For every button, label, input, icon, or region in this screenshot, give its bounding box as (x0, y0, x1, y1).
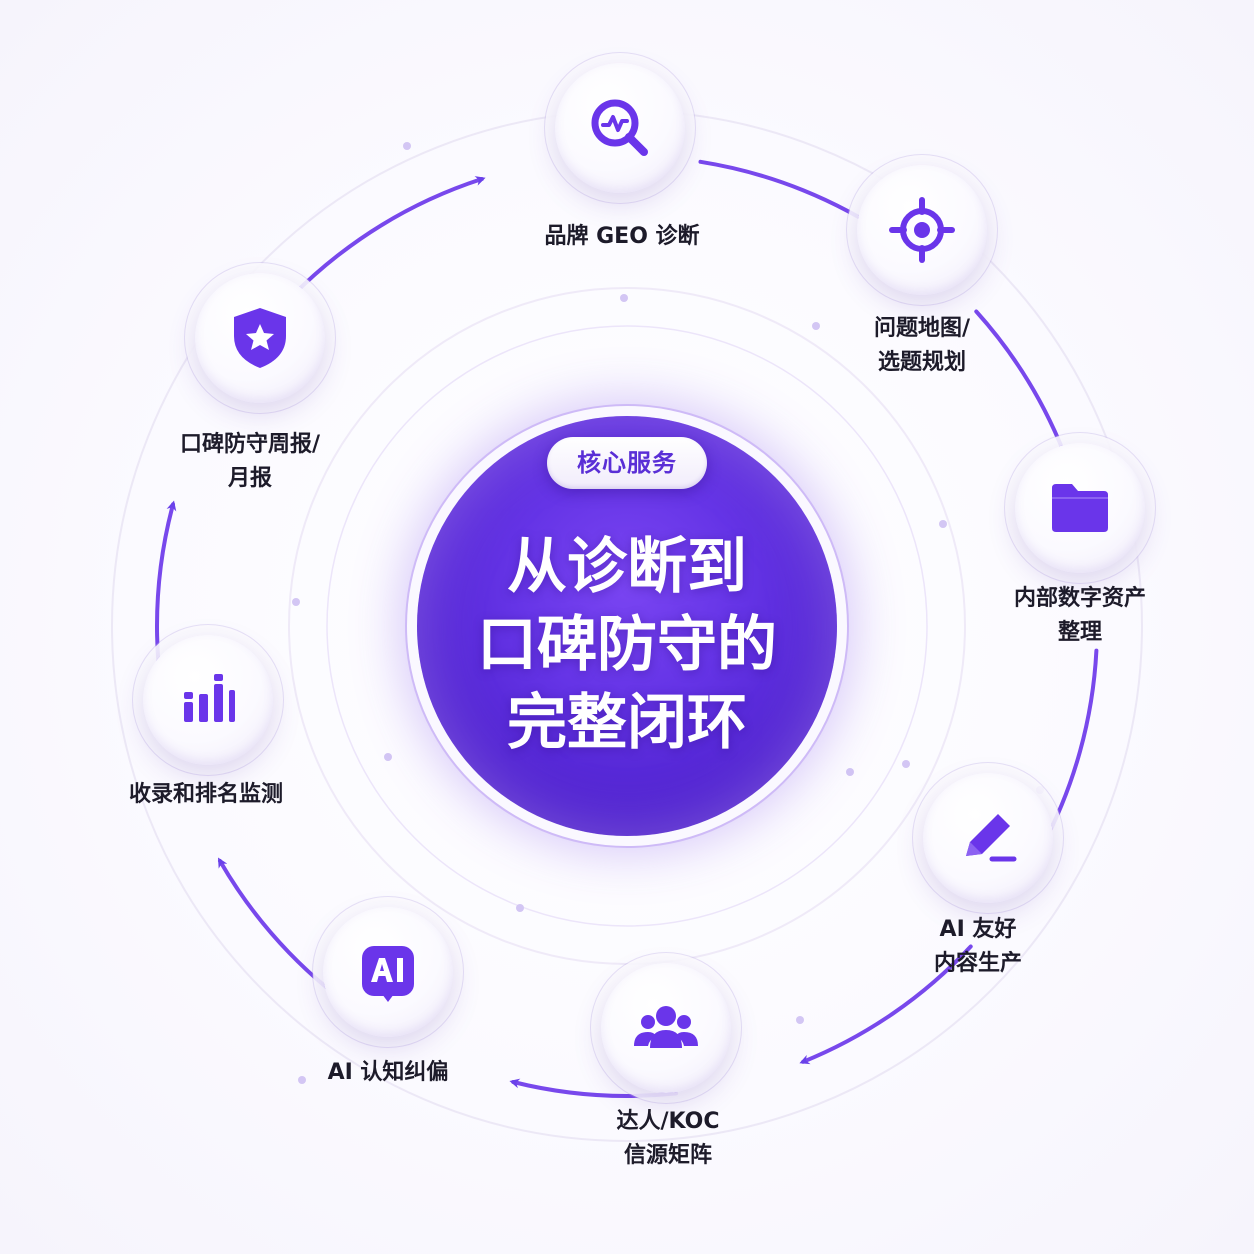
step-label-line: 问题地图/ (873, 316, 971, 341)
center-title-line-3: 完整闭环 (507, 688, 747, 758)
step-label-geo-diagnosis: 品牌 GEO 诊断 (544, 220, 699, 254)
step-label-line: 收录和排名监测 (128, 782, 284, 807)
users-icon (634, 1006, 698, 1048)
inner-ring (288, 287, 966, 965)
ai-chip-icon (362, 946, 414, 1002)
step-label-line: 整理 (1057, 620, 1103, 645)
step-label-koc-matrix: 达人/KOC 信源矩阵 (617, 1105, 720, 1173)
decor-dot (939, 520, 947, 528)
step-label-line: 达人/KOC (616, 1109, 720, 1134)
step-node-reputation-report[interactable] (195, 273, 325, 403)
step-node-geo-diagnosis[interactable] (555, 63, 685, 193)
step-label-line: 内容生产 (933, 951, 1023, 976)
flow-arrow-3 (1040, 648, 1099, 851)
decor-dots (292, 142, 1044, 1084)
bar-chart-icon (184, 674, 235, 722)
step-label-line: 信源矩阵 (623, 1143, 713, 1168)
target-icon (889, 197, 955, 263)
decor-dot (620, 294, 628, 302)
step-label-question-map: 问题地图/ 选题规划 (874, 312, 970, 380)
decor-dot (384, 753, 392, 761)
search-chart-icon (591, 99, 648, 156)
step-label-line: 月报 (227, 466, 273, 491)
step-label-ai-correction: AI 认知纠偏 (328, 1056, 449, 1090)
step-label-ranking-monitor: 收录和排名监测 (129, 778, 283, 812)
folder-icon (1052, 484, 1108, 532)
flow-arrow-4 (799, 944, 973, 1065)
step-node-question-map[interactable] (857, 165, 987, 295)
step-node-digital-assets[interactable] (1015, 443, 1145, 573)
decor-dot (403, 142, 411, 150)
center-title-line-2: 口碑防守的 (477, 610, 777, 680)
center-title: 从诊断到 口碑防守的 完整闭环 (477, 528, 777, 762)
decor-dot (298, 1076, 306, 1084)
decor-dot (1036, 786, 1044, 794)
step-label-line: 选题规划 (877, 350, 967, 375)
step-label-line: AI 友好 (939, 917, 1017, 942)
inner-ring-2 (326, 325, 928, 927)
decor-dot (902, 760, 910, 768)
step-label-digital-assets: 内部数字资产 整理 (1014, 582, 1146, 650)
decor-dot (796, 1016, 804, 1024)
step-label-line: 口碑防守周报/ (179, 432, 321, 457)
step-label-line: AI 认知纠偏 (327, 1060, 449, 1085)
shield-star-icon (234, 308, 286, 368)
flow-arrow-5 (509, 1078, 679, 1098)
step-label-ai-content: AI 友好 内容生产 (934, 913, 1022, 981)
step-node-koc-matrix[interactable] (601, 963, 731, 1093)
step-node-ranking-monitor[interactable] (143, 635, 273, 765)
core-service-badge: 核心服务 (547, 437, 707, 489)
step-label-line: 内部数字资产 (1013, 586, 1147, 611)
decor-dot (812, 322, 820, 330)
pencil-icon (966, 814, 1017, 862)
center-title-line-1: 从诊断到 (507, 532, 747, 602)
decor-dot (516, 904, 524, 912)
step-label-line: 品牌 GEO 诊断 (544, 224, 700, 249)
decor-dot (292, 598, 300, 606)
step-node-ai-content[interactable] (923, 773, 1053, 903)
decor-dot (846, 768, 854, 776)
step-label-reputation-report: 口碑防守周报/ 月报 (180, 428, 320, 496)
step-node-ai-correction[interactable] (323, 907, 453, 1037)
